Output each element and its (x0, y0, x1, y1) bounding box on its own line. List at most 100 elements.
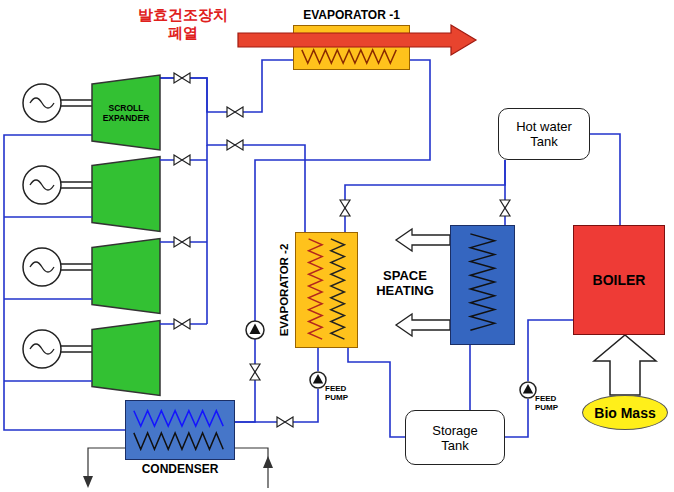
circle-shape (23, 166, 61, 204)
polygon-shape (313, 374, 323, 384)
polygon-shape (263, 456, 273, 468)
shape-group (23, 84, 61, 368)
circle-shape (23, 84, 61, 122)
node-label: BOILER (593, 272, 646, 288)
drawn-path (174, 73, 190, 83)
node-graphic (296, 233, 357, 347)
polygon-shape (92, 239, 160, 314)
pipe-connector (160, 78, 305, 232)
pipe-line (134, 411, 223, 426)
pipe-connector (160, 60, 293, 112)
label-holder: CONDENSER (142, 459, 219, 476)
circle-shape (246, 321, 264, 339)
label-holder: SPACE HEATING (367, 268, 443, 298)
node-graphic (309, 371, 327, 389)
drawn-path (500, 200, 510, 216)
pipe-line (4, 135, 125, 430)
evaporator-box: EVAPORATOR -2 (295, 232, 358, 348)
pump-symbol: FEED PUMP (309, 371, 327, 389)
fuel-ellipse: Bio Mass (582, 395, 668, 430)
tank-box: Hot water Tank (498, 108, 590, 160)
drawn-path (30, 98, 54, 108)
drawn-path (250, 364, 260, 380)
heater-box: SPACE HEATING (450, 225, 515, 345)
node-label: FEED PUMP (535, 394, 558, 412)
polygon-shape (396, 229, 450, 251)
drawn-path (4, 145, 207, 381)
circle-shape (520, 382, 536, 398)
circle-shape (310, 372, 326, 388)
polygon-shape (92, 157, 160, 232)
polygon-shape (396, 314, 450, 336)
pipe-line (470, 234, 494, 330)
drawn-path (227, 107, 243, 117)
pipe-line (348, 348, 405, 437)
node-label: Hot water Tank (509, 119, 579, 149)
pipe-line (309, 239, 323, 339)
polygon-shape (92, 75, 160, 150)
node-graphic (519, 381, 537, 399)
label-holder: EVAPORATOR -1 (303, 8, 400, 26)
pipe-connector (345, 160, 505, 232)
fuel-arrow (594, 335, 656, 395)
drawn-path (30, 262, 54, 272)
drawn-path (174, 155, 190, 165)
pipe-line (528, 320, 573, 381)
drawn-path (30, 180, 54, 190)
pipe-connector (528, 320, 573, 381)
expander-shape: SCROLL EXPANDER (92, 75, 160, 150)
condenser-box: CONDENSER (125, 400, 235, 460)
pipe-connector (590, 134, 620, 225)
pipe-connector (470, 345, 471, 410)
node-label: EVAPORATOR -1 (303, 8, 400, 22)
pipe-line (469, 345, 471, 410)
node-label: FEED PUMP (325, 384, 348, 402)
node-label: Bio Mass (594, 405, 655, 421)
pipe-line (302, 50, 396, 63)
pipe-line (505, 399, 528, 437)
pump-symbol: FEED PUMP (519, 381, 537, 399)
pipe-line (317, 348, 319, 371)
drawn-path (277, 417, 293, 427)
pipe-connector (4, 135, 125, 430)
pipe-connector (594, 335, 656, 395)
drawn-path (340, 200, 350, 216)
label-holder: 발효건조장치 폐열 (134, 6, 231, 42)
heat-source-label: 발효건조장치 폐열 (134, 6, 231, 42)
label-holder: FEED PUMP (535, 394, 558, 412)
node-label: Storage Tank (424, 423, 486, 453)
label-holder: EVAPORATOR -2 (278, 244, 290, 337)
shape-group (30, 98, 92, 354)
node-label: SCROLL EXPANDER (100, 103, 152, 123)
node-graphic (126, 401, 234, 459)
node-label: SPACE HEATING (367, 268, 443, 298)
pipe-connector (318, 348, 319, 371)
drawn-path (30, 344, 54, 354)
node-graphic (451, 226, 514, 344)
pipe-line (590, 134, 620, 225)
shape-group (92, 157, 160, 396)
pipe-line (160, 60, 293, 112)
drawn-path (174, 237, 190, 247)
polygon-shape (250, 324, 261, 335)
polygon-shape (83, 476, 93, 488)
waste-heat-arrow (234, 21, 484, 61)
pipe-line (331, 239, 345, 339)
circle-shape (23, 248, 61, 286)
polygon-shape (238, 25, 476, 55)
circle-shape (23, 330, 61, 368)
pipe-line (160, 78, 305, 232)
polygon-shape (523, 384, 533, 394)
pipe-connector (505, 399, 528, 437)
drawn-path (174, 319, 190, 329)
pipe-line (345, 160, 505, 232)
drawn-path (61, 100, 92, 352)
boiler-box: BOILER (573, 225, 665, 335)
node-label: CONDENSER (142, 462, 219, 476)
tank-box: Storage Tank (405, 410, 505, 465)
drawn-path (227, 140, 243, 150)
label-holder: FEED PUMP (325, 384, 348, 402)
pipe-line (134, 433, 223, 449)
node-label: EVAPORATOR -2 (278, 244, 290, 337)
evaporator-box: EVAPORATOR -1 (293, 25, 410, 70)
